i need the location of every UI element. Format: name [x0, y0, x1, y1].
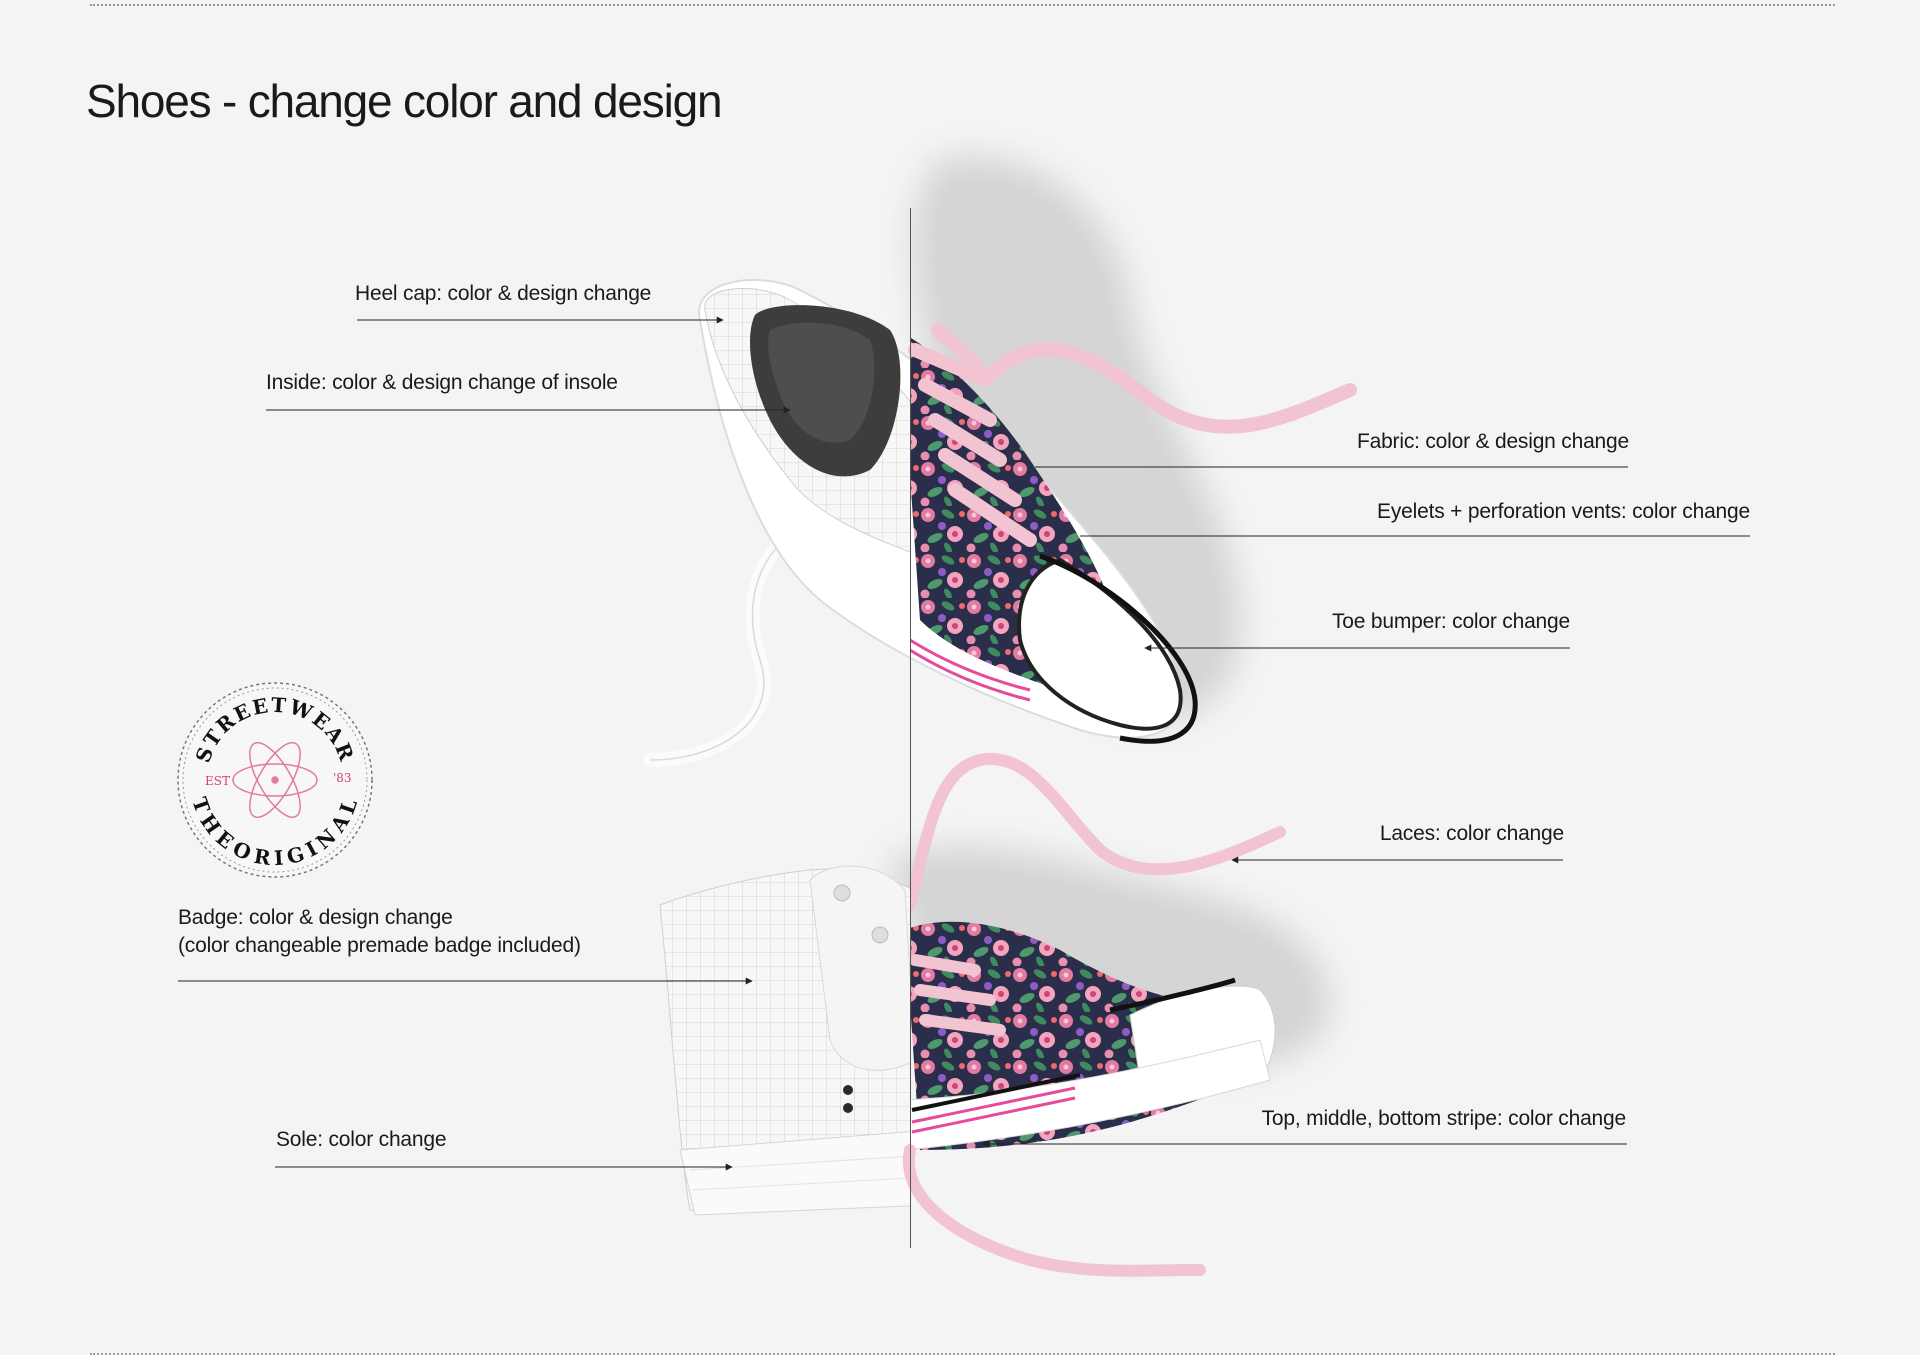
bottom-shoe [659, 752, 1286, 1277]
label-laces: Laces: color change [1379, 822, 1564, 845]
label-fabric: Fabric: color & design change [1356, 430, 1629, 453]
pink-laces-top [908, 323, 1357, 547]
streetwear-badge: STREETWEAR THEORIGINAL EST '83 [177, 682, 373, 878]
label-badge-line1: Badge: color & design change [178, 906, 453, 929]
badge-left-text: EST [205, 774, 230, 788]
label-badge-line2: (color changeable premade badge included… [178, 934, 581, 957]
label-stripes: Top, middle, bottom stripe: color change [1261, 1107, 1627, 1130]
label-inside: Inside: color & design change of insole [266, 371, 618, 394]
label-eyelets: Eyelets + perforation vents: color chang… [1377, 500, 1750, 523]
badge-right-text: '83 [333, 771, 352, 785]
label-sole: Sole: color change [276, 1128, 447, 1151]
label-toe-bumper: Toe bumper: color change [1331, 610, 1570, 633]
label-heel-cap: Heel cap: color & design change [355, 282, 652, 305]
page-title: Shoes - change color and design [86, 75, 723, 127]
top-dotted-divider [90, 4, 1835, 6]
top-shoe [643, 279, 1357, 767]
callout-lines [178, 316, 1750, 1171]
atom-icon [232, 742, 318, 818]
bottom-dotted-divider [90, 1353, 1835, 1355]
